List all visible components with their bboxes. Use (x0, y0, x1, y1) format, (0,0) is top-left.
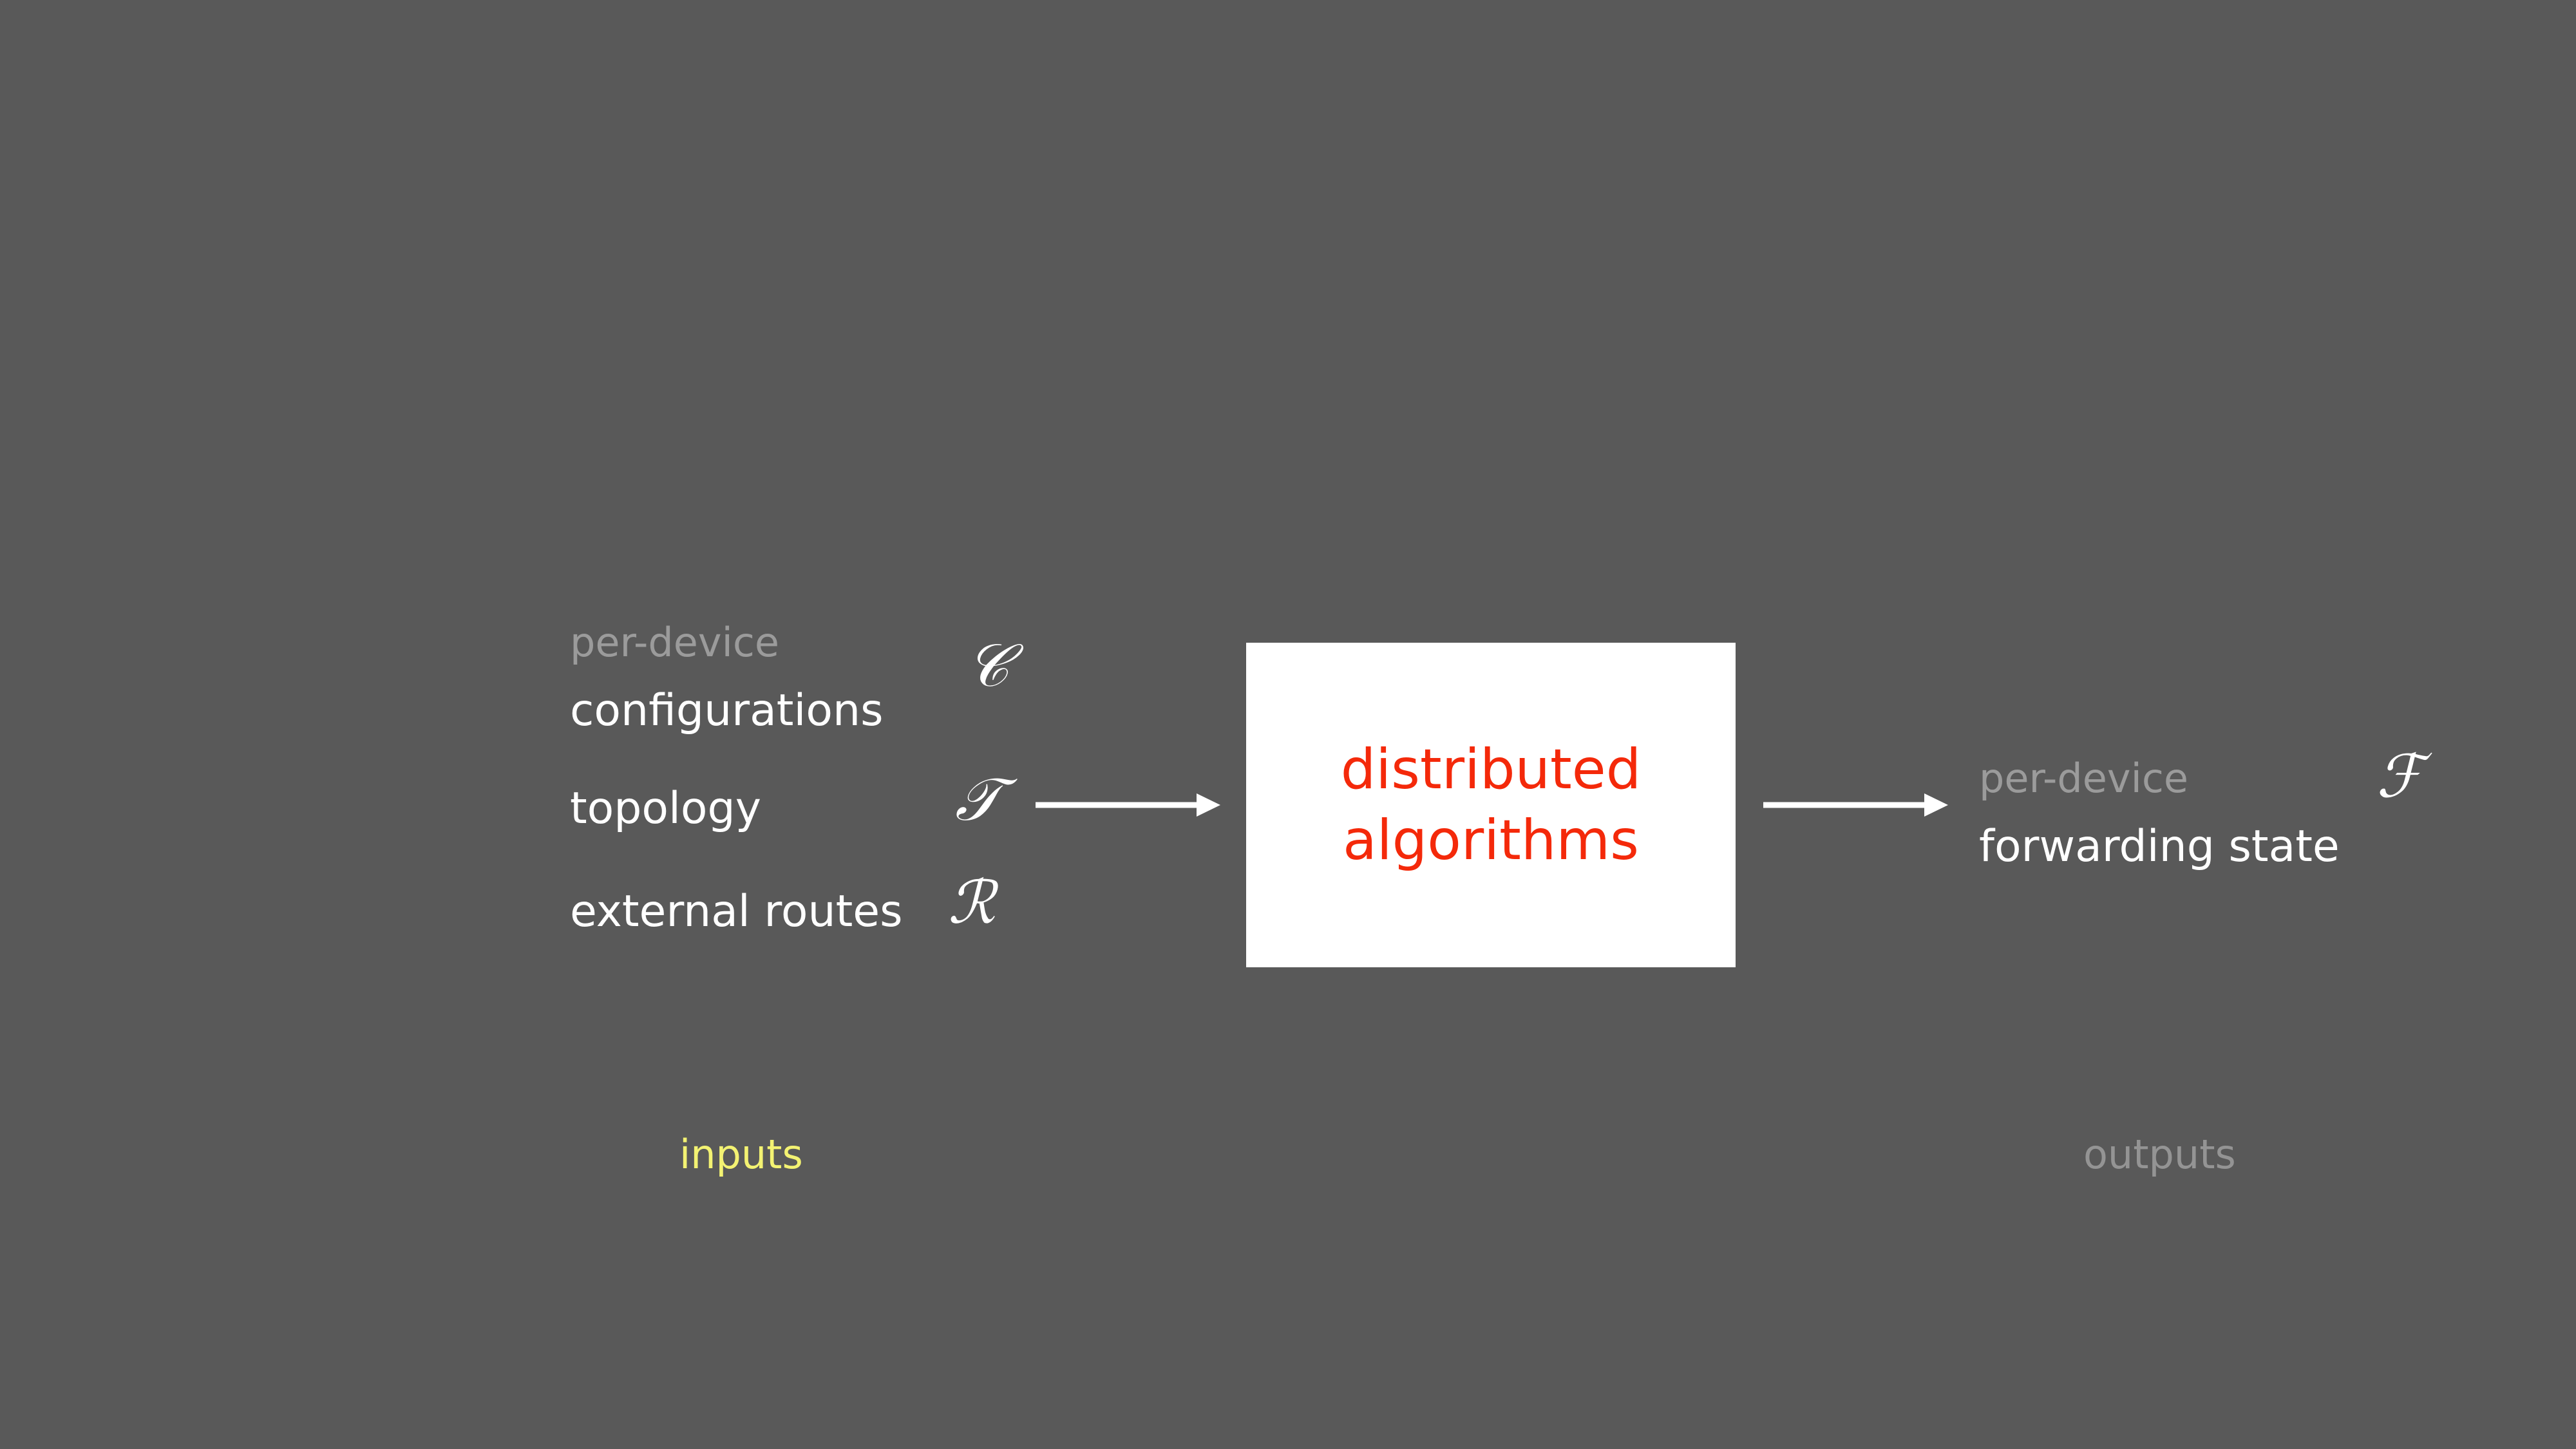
input-row-3-label: external routes (570, 886, 903, 937)
outputs-group-label: outputs (2083, 1131, 2236, 1178)
process-label-line1: distributed (1340, 737, 1642, 802)
distributed-algorithms-box[interactable]: distributed algorithms (1246, 643, 1736, 967)
script-capital-c-icon: 𝒞 (966, 631, 1010, 700)
script-capital-t-icon: 𝒯 (955, 765, 1001, 834)
input-row-2-label: topology (570, 783, 761, 834)
input-row-1-qualifier: per-device (570, 619, 780, 666)
process-to-output-arrow-icon (1763, 793, 1948, 817)
inputs-group-label: inputs (679, 1131, 803, 1178)
input-to-process-arrow-icon (1036, 793, 1220, 817)
output-row-1-label: forwarding state (1979, 821, 2340, 872)
script-capital-f-icon: ℱ (2376, 742, 2423, 811)
input-row-1-label: configurations (570, 685, 884, 736)
script-capital-r-icon: ℛ (948, 868, 996, 937)
process-label-line2: algorithms (1343, 808, 1639, 873)
output-row-1-qualifier: per-device (1979, 755, 2189, 802)
